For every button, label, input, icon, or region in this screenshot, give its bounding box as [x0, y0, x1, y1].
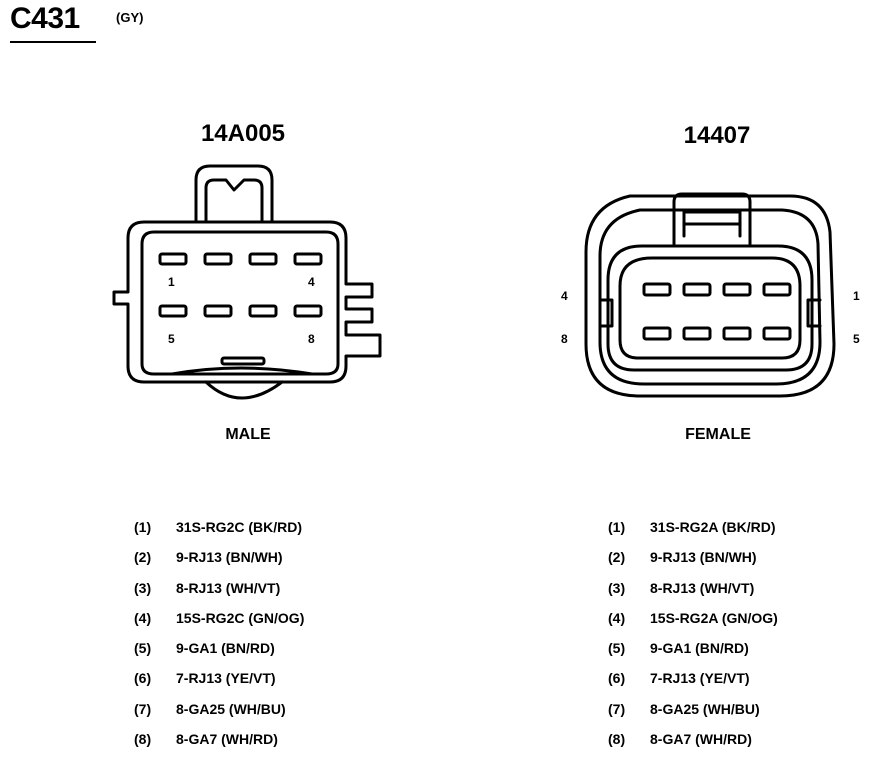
male-pin-cavity: [158, 304, 188, 318]
male-pin-cavities: [158, 252, 323, 318]
male-pin-marker-8: 8: [308, 332, 315, 346]
pin-row: (7) 8-GA25 (WH/BU): [134, 694, 304, 724]
title-underline: [10, 41, 96, 43]
female-pin-marker-4: 4: [561, 289, 568, 303]
pin-number: (4): [608, 609, 626, 626]
female-pin-marker-1: 1: [853, 289, 860, 303]
male-pin-cavity: [203, 252, 233, 266]
pin-circuit: 8-GA25 (WH/BU): [650, 700, 760, 717]
female-pin-marker-8: 8: [561, 332, 568, 346]
pin-row: (8) 8-GA7 (WH/RD): [608, 724, 778, 754]
pin-number: (7): [608, 700, 626, 717]
female-pin-cavity: [762, 282, 792, 297]
female-part-number: 14407: [683, 122, 751, 149]
pin-number: (4): [134, 609, 152, 626]
pin-number: (5): [134, 640, 152, 657]
pin-circuit: 15S-RG2C (GN/OG): [176, 609, 305, 626]
pin-row: (6) 7-RJ13 (YE/VT): [134, 663, 304, 693]
female-pin-list: (1) 31S-RG2A (BK/RD) (2) 9-RJ13 (BN/WH) (3…: [608, 512, 778, 754]
male-pin-marker-5: 5: [168, 332, 175, 346]
male-pin-marker-1: 1: [168, 275, 175, 289]
female-pin-cavity: [722, 326, 752, 341]
pin-row: (7) 8-GA25 (WH/BU): [608, 694, 778, 724]
female-pin-cavity: [642, 326, 672, 341]
pin-number: (1): [134, 519, 152, 535]
pin-circuit: 9-GA1 (BN/RD): [176, 640, 275, 657]
pin-number: (2): [608, 549, 626, 566]
female-label: FEMALE: [685, 426, 751, 443]
pin-circuit: 31S-RG2A (BK/RD): [650, 519, 776, 535]
pin-row: (5) 9-GA1 (BN/RD): [134, 633, 304, 663]
pin-number: (5): [608, 640, 626, 657]
pin-row: (1) 31S-RG2A (BK/RD): [608, 512, 778, 542]
pin-number: (1): [608, 519, 626, 535]
pin-circuit: 7-RJ13 (YE/VT): [176, 670, 276, 687]
male-pin-cavity: [158, 252, 188, 266]
male-part-number: 14A005: [200, 120, 286, 147]
pin-row: (3) 8-RJ13 (WH/VT): [134, 573, 304, 603]
male-pin-list: (1) 31S-RG2C (BK/RD) (2) 9-RJ13 (BN/WH) (3…: [134, 512, 304, 754]
pin-row: (5) 9-GA1 (BN/RD): [608, 633, 778, 663]
pin-circuit: 7-RJ13 (YE/VT): [650, 670, 750, 687]
female-pin-cavity: [682, 326, 712, 341]
female-pin-cavity: [722, 282, 752, 297]
female-pin-cavity: [762, 326, 792, 341]
female-connector-body: [584, 192, 836, 398]
pin-row: (3) 8-RJ13 (WH/VT): [608, 573, 778, 603]
pin-row: (2) 9-RJ13 (BN/WH): [608, 542, 778, 572]
pin-number: (7): [134, 700, 152, 717]
male-pin-cavity: [293, 252, 323, 266]
female-pin-cavities: [642, 282, 792, 341]
pin-number: (3): [608, 579, 626, 596]
pin-number: (6): [608, 670, 626, 687]
pin-number: (2): [134, 549, 152, 566]
pin-circuit: 8-GA7 (WH/RD): [650, 731, 752, 748]
pin-row: (4) 15S-RG2A (GN/OG): [608, 603, 778, 633]
male-pin-cavity: [293, 304, 323, 318]
pin-circuit: 31S-RG2C (BK/RD): [176, 519, 303, 535]
pin-row: (8) 8-GA7 (WH/RD): [134, 724, 304, 754]
male-label: MALE: [225, 426, 271, 443]
pin-row: (1) 31S-RG2C (BK/RD): [134, 512, 304, 542]
pin-circuit: 9-RJ13 (BN/WH): [650, 549, 757, 566]
pin-circuit: 8-RJ13 (WH/VT): [650, 579, 755, 596]
pin-row: (2) 9-RJ13 (BN/WH): [134, 542, 304, 572]
pin-row: (4) 15S-RG2C (GN/OG): [134, 603, 304, 633]
male-pin-cavity: [248, 304, 278, 318]
pin-number: (3): [134, 579, 152, 596]
connector-id: C431: [10, 2, 80, 35]
male-pin-cavity: [203, 304, 233, 318]
male-connector-body: [112, 164, 382, 400]
pin-circuit: 8-GA7 (WH/RD): [176, 731, 278, 748]
pin-circuit: 8-RJ13 (WH/VT): [176, 579, 281, 596]
pin-circuit: 9-RJ13 (BN/WH): [176, 549, 283, 566]
connector-color-code: (GY): [116, 10, 144, 25]
pin-number: (8): [134, 731, 152, 748]
pin-circuit: 8-GA25 (WH/BU): [176, 700, 286, 717]
pin-number: (8): [608, 731, 626, 748]
pin-number: (6): [134, 670, 152, 687]
male-pin-marker-4: 4: [308, 275, 315, 289]
pin-row: (6) 7-RJ13 (YE/VT): [608, 663, 778, 693]
pin-circuit: 9-GA1 (BN/RD): [650, 640, 749, 657]
pin-circuit: 15S-RG2A (GN/OG): [650, 609, 778, 626]
female-pin-marker-5: 5: [853, 332, 860, 346]
male-pin-cavity: [248, 252, 278, 266]
female-pin-cavity: [682, 282, 712, 297]
female-pin-cavity: [642, 282, 672, 297]
